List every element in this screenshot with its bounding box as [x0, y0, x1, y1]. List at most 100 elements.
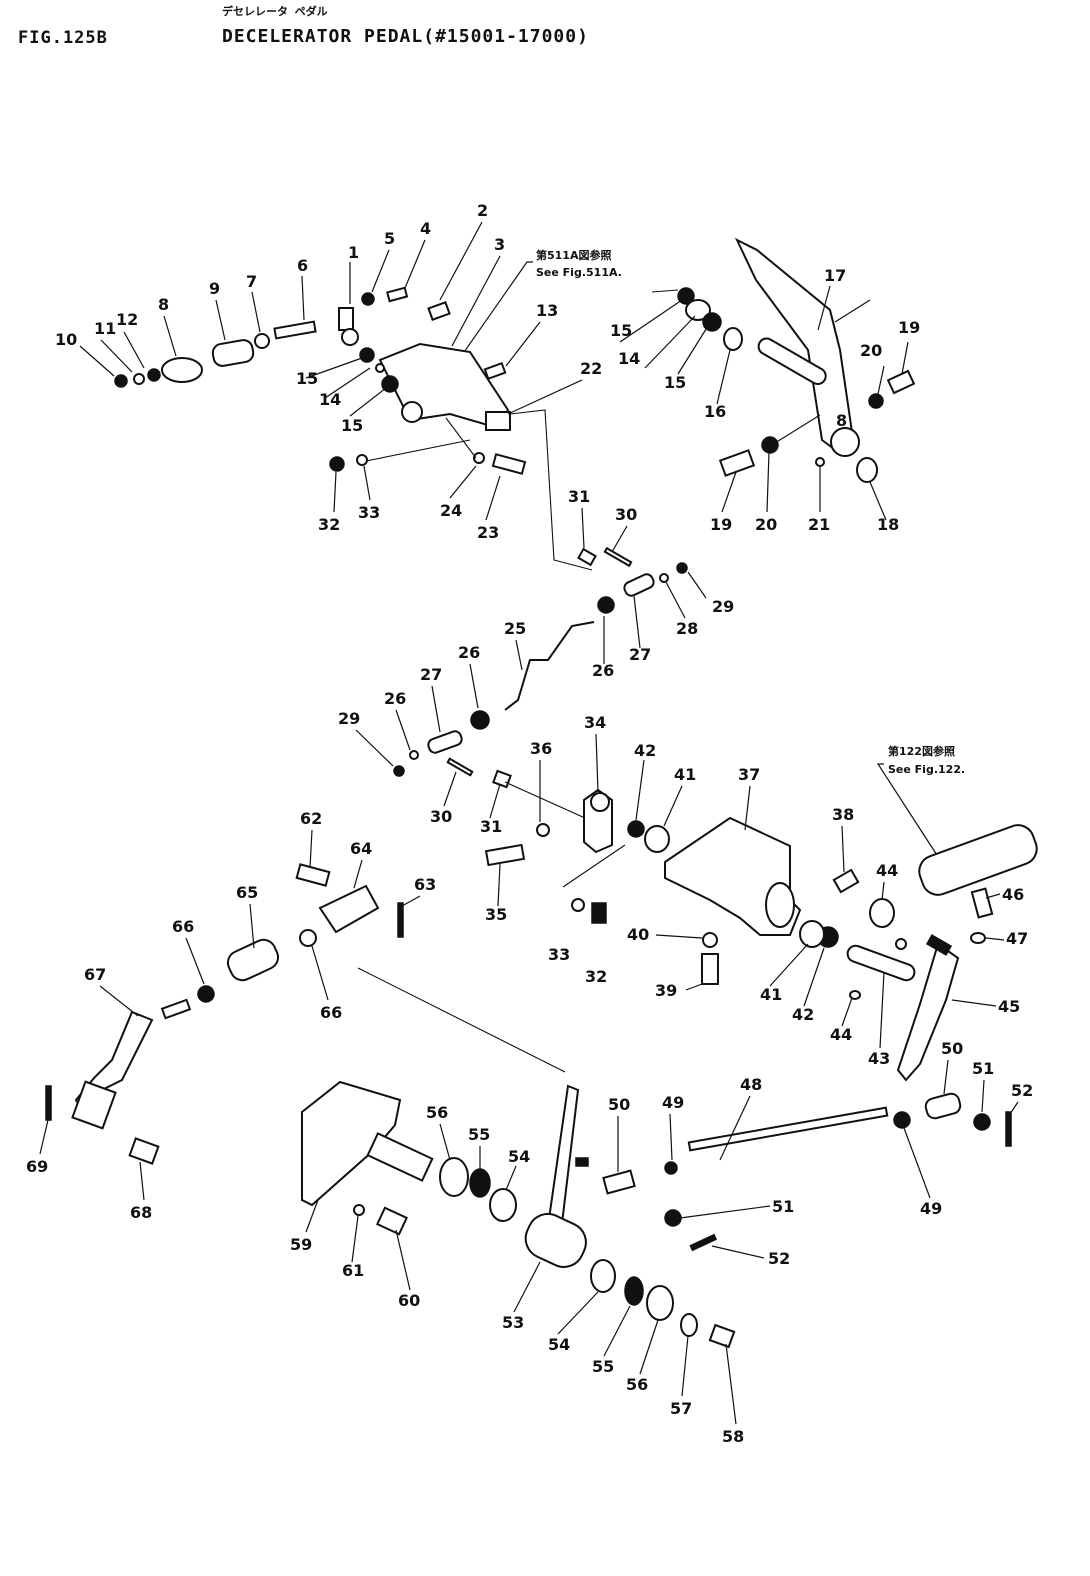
- leader-lines: [39, 221, 1019, 1425]
- fitting-38: [832, 868, 860, 894]
- nut-51-b: [973, 1113, 991, 1131]
- part-number-40: 40: [627, 925, 649, 944]
- part-number-41: 41: [760, 985, 782, 1004]
- clevis-50-b: [924, 1092, 962, 1120]
- snap-ring-57: [680, 1313, 698, 1337]
- bearing-55-b: [624, 1276, 644, 1306]
- bracket-59-tube: [366, 1132, 434, 1182]
- part-number-49: 49: [662, 1093, 684, 1112]
- bushing-54-a: [489, 1188, 517, 1222]
- nut-32-a: [329, 456, 345, 472]
- part-number-60: 60: [398, 1291, 420, 1310]
- part-number-52: 52: [768, 1249, 790, 1268]
- decelerator-pedal-17: [651, 237, 916, 483]
- bearing-55-a: [469, 1168, 491, 1198]
- part-number-5: 5: [384, 229, 395, 248]
- part-number-58: 58: [722, 1427, 744, 1446]
- part-number-1: 1: [348, 243, 359, 262]
- cotter-63: [397, 902, 404, 938]
- part-number-8: 8: [158, 295, 169, 314]
- part-number-65: 65: [236, 883, 258, 902]
- part-number-55: 55: [592, 1357, 614, 1376]
- part-number-50: 50: [941, 1039, 963, 1058]
- lever-34-hub: [590, 792, 610, 812]
- cotter-52-b: [1005, 1111, 1012, 1147]
- part-number-16: 16: [704, 402, 726, 421]
- hub-53: [524, 1212, 587, 1268]
- washer-16: [723, 327, 743, 351]
- pin-29-b: [393, 765, 405, 777]
- clevis-1-eye: [341, 328, 359, 346]
- bolt-6: [273, 320, 317, 340]
- bolt-19-a: [886, 369, 916, 395]
- part-number-30: 30: [615, 505, 637, 524]
- collar-44-a: [869, 898, 895, 928]
- part-number-26: 26: [384, 689, 406, 708]
- part-labels: 1 2 3 4 5 6 7 8 8 9 10 11 12 13 14 14 15…: [26, 201, 1033, 1446]
- part-number-31: 31: [480, 817, 502, 836]
- part-number-27: 27: [629, 645, 651, 664]
- part-number-26: 26: [592, 661, 614, 680]
- part-number-33: 33: [358, 503, 380, 522]
- clevis-67: [71, 1080, 117, 1130]
- nut-51-a: [664, 1209, 682, 1227]
- part-number-55: 55: [468, 1125, 490, 1144]
- pin-44-b: [849, 990, 861, 1000]
- part-number-51: 51: [972, 1059, 994, 1078]
- figure-title: DECELERATOR PEDAL(#15001-17000): [222, 26, 589, 47]
- clevis-8: [161, 357, 203, 383]
- part-number-61: 61: [342, 1261, 364, 1280]
- part-number-42: 42: [634, 741, 656, 760]
- part-number-66: 66: [320, 1003, 342, 1022]
- bolt-23: [491, 453, 527, 475]
- pin-62: [295, 863, 331, 887]
- part-number-34: 34: [584, 713, 606, 732]
- bolt-31-b: [492, 769, 512, 789]
- clevis-50-a: [602, 1169, 636, 1195]
- bolt-13: [483, 361, 507, 381]
- part-number-37: 37: [738, 765, 760, 784]
- part-number-68: 68: [130, 1203, 152, 1222]
- bolt-31-a: [577, 547, 597, 567]
- part-number-14: 14: [618, 349, 640, 368]
- clevis-64: [318, 884, 380, 934]
- part-number-23: 23: [477, 523, 499, 542]
- nut-26-b: [470, 710, 490, 730]
- washer-24: [473, 452, 485, 464]
- washer-33-b: [571, 898, 585, 912]
- washer-20-b: [761, 436, 779, 454]
- part-number-10: 10: [55, 330, 77, 349]
- part-number-36: 36: [530, 739, 552, 758]
- part-number-69: 69: [26, 1157, 48, 1176]
- bolt-58: [708, 1323, 736, 1349]
- bolt-19-b: [718, 449, 756, 477]
- part-number-29: 29: [338, 709, 360, 728]
- bolt-35: [484, 843, 526, 867]
- pedal-hub: [830, 427, 860, 457]
- nut-12: [147, 368, 161, 382]
- part-number-7: 7: [246, 272, 257, 291]
- part-number-8: 8: [836, 411, 847, 430]
- pivot-bushing: [401, 401, 423, 423]
- right-shaft-assembly: [846, 824, 1038, 1082]
- clevis-1: [338, 307, 354, 331]
- part-number-48: 48: [740, 1075, 762, 1094]
- part-number-6: 6: [297, 256, 308, 275]
- part-number-28: 28: [676, 619, 698, 638]
- part-number-50: 50: [608, 1095, 630, 1114]
- washer-28-a: [659, 573, 669, 583]
- reference-fig-122: 第122図参照 See Fig.122.: [876, 744, 965, 867]
- nut-49-a: [664, 1161, 678, 1175]
- bottom-shaft-assembly: [301, 1080, 1012, 1349]
- nut: [575, 1157, 589, 1167]
- clip-36: [536, 823, 550, 837]
- rod-25: [504, 621, 595, 711]
- part-number-62: 62: [300, 809, 322, 828]
- part-number-3: 3: [494, 235, 505, 254]
- part-number-33: 33: [548, 945, 570, 964]
- part-number-32: 32: [318, 515, 340, 534]
- bushing-42-a: [627, 820, 645, 838]
- part-number-21: 21: [808, 515, 830, 534]
- part-number-49: 49: [920, 1199, 942, 1218]
